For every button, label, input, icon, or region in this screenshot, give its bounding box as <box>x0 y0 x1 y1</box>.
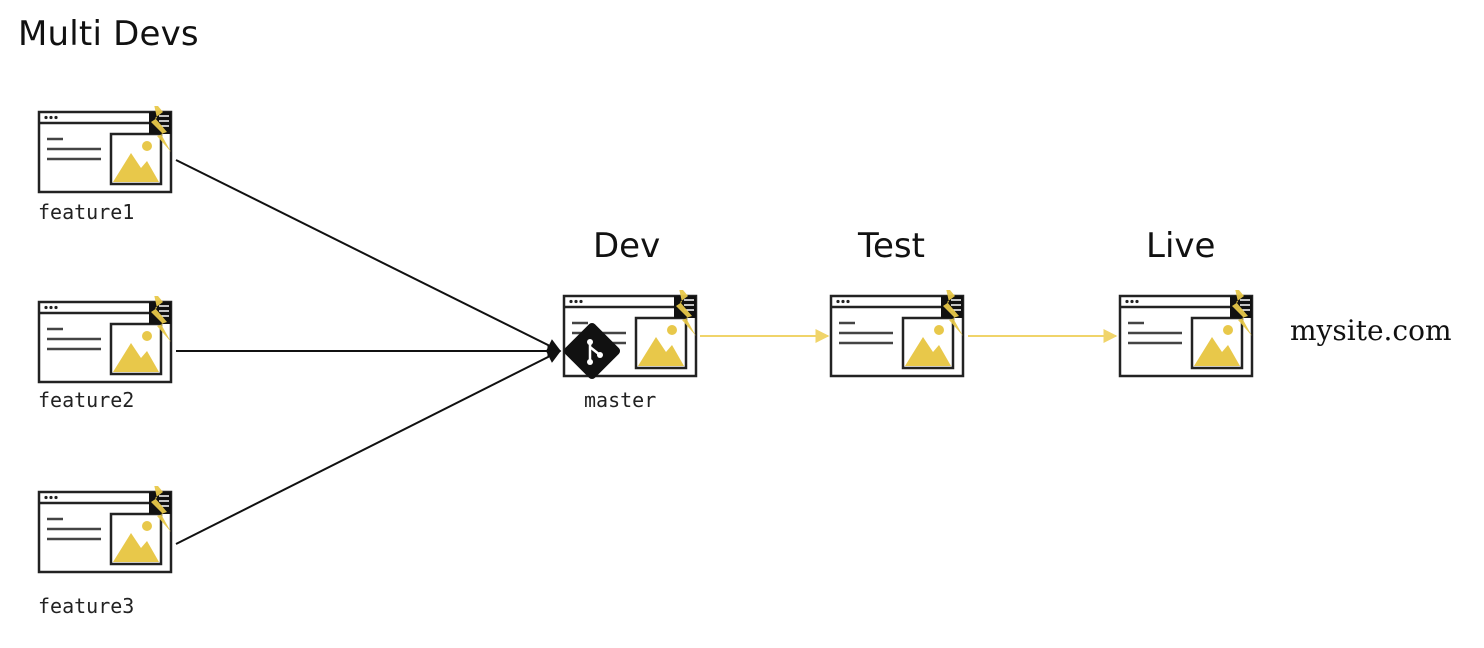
site-domain-label: mysite.com <box>1290 314 1452 347</box>
edge-feature3-dev <box>175 350 562 545</box>
env-label-test: Test <box>858 226 925 266</box>
branch-label-feature3: feature3 <box>38 594 135 618</box>
diagram-title: Multi Devs <box>18 14 199 54</box>
browser-window-icon-live <box>1118 290 1254 378</box>
env-label-live: Live <box>1146 226 1216 266</box>
branch-label-feature1: feature1 <box>38 200 135 224</box>
env-label-dev: Dev <box>593 226 661 266</box>
git-icon <box>563 322 621 380</box>
branch-label-master: master <box>584 388 657 412</box>
browser-window-icon-feature3 <box>37 486 173 574</box>
browser-window-icon-feature1 <box>37 106 173 194</box>
branch-label-feature2: feature2 <box>38 388 135 412</box>
browser-window-icon-feature2 <box>37 296 173 384</box>
edge-feature1-dev <box>175 159 562 352</box>
browser-window-icon-test <box>829 290 965 378</box>
